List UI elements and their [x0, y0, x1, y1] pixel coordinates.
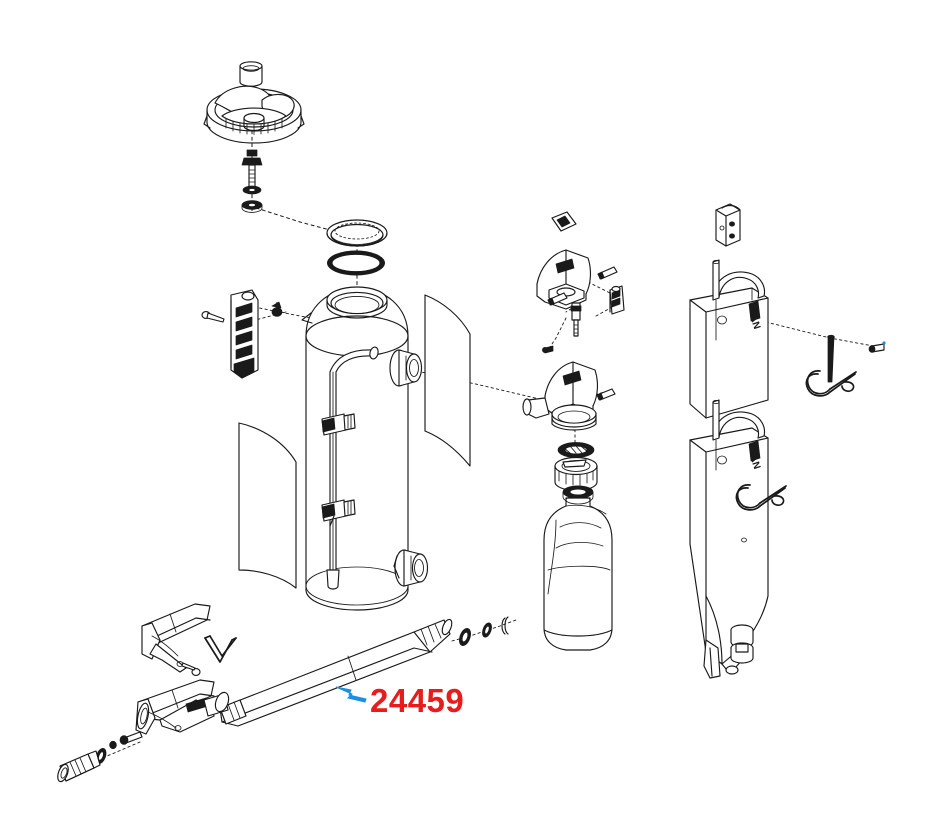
ribbed-bracket	[230, 289, 259, 379]
pin-screw	[868, 341, 886, 353]
housing-handle	[712, 259, 766, 341]
nozzle-screw	[109, 731, 143, 750]
part-number-callout: 24459	[370, 682, 465, 719]
wand-end-washer-2	[482, 622, 492, 638]
side-port-fitting-upper	[389, 349, 423, 387]
housing-handle-2	[712, 399, 766, 471]
valve-small-fastener	[542, 345, 554, 354]
flat-washer	[242, 185, 262, 195]
valve-screw-right	[597, 266, 618, 280]
vented-lid-with-handle	[203, 85, 305, 144]
o-ring-gasket	[327, 250, 385, 276]
valve-screw-left	[547, 292, 568, 306]
bracket-knob-fastener	[271, 301, 283, 317]
spring-clip	[805, 370, 857, 397]
grip-screw	[181, 662, 201, 676]
spring-clip-installed	[735, 484, 787, 511]
nozzle-body	[135, 679, 230, 735]
valve-stem	[570, 302, 582, 337]
retaining-ring	[326, 219, 388, 247]
trigger-pad	[551, 211, 577, 232]
handle-grip	[141, 603, 211, 673]
quick-connect-fitting	[57, 750, 101, 783]
hinge-block	[609, 285, 625, 315]
wand-end-oring	[501, 616, 509, 635]
side-port-fitting-lower	[393, 549, 429, 587]
knurled-collar	[554, 456, 598, 492]
svg-text:AN: AN	[747, 314, 762, 331]
dip-tube	[326, 346, 379, 590]
hex-nut	[241, 200, 263, 213]
tank-cylinder	[301, 286, 409, 611]
spray-wand-tube	[219, 618, 453, 727]
svg-text:AN: AN	[747, 454, 762, 471]
shroud-panel-left	[238, 422, 297, 589]
valve-gasket	[557, 442, 595, 458]
valve-screw-2	[596, 388, 616, 401]
hose-clamp-upper	[321, 413, 356, 436]
bottle	[543, 485, 613, 651]
housing-panel: AN	[689, 287, 769, 419]
bottle-body	[543, 495, 613, 651]
base-mount	[725, 624, 754, 675]
bracket-screw	[201, 311, 225, 323]
retainer-clip	[204, 635, 237, 663]
callout-arrow	[335, 686, 367, 703]
housing-panel-2: AN	[689, 427, 769, 665]
locking-pin	[827, 334, 835, 383]
valve-head-body-2	[522, 361, 599, 431]
mount-bracket	[715, 203, 741, 247]
wand-end-washer-1	[459, 628, 471, 646]
hose-clamp-lower	[321, 499, 356, 527]
shroud-panel-right	[424, 294, 471, 467]
